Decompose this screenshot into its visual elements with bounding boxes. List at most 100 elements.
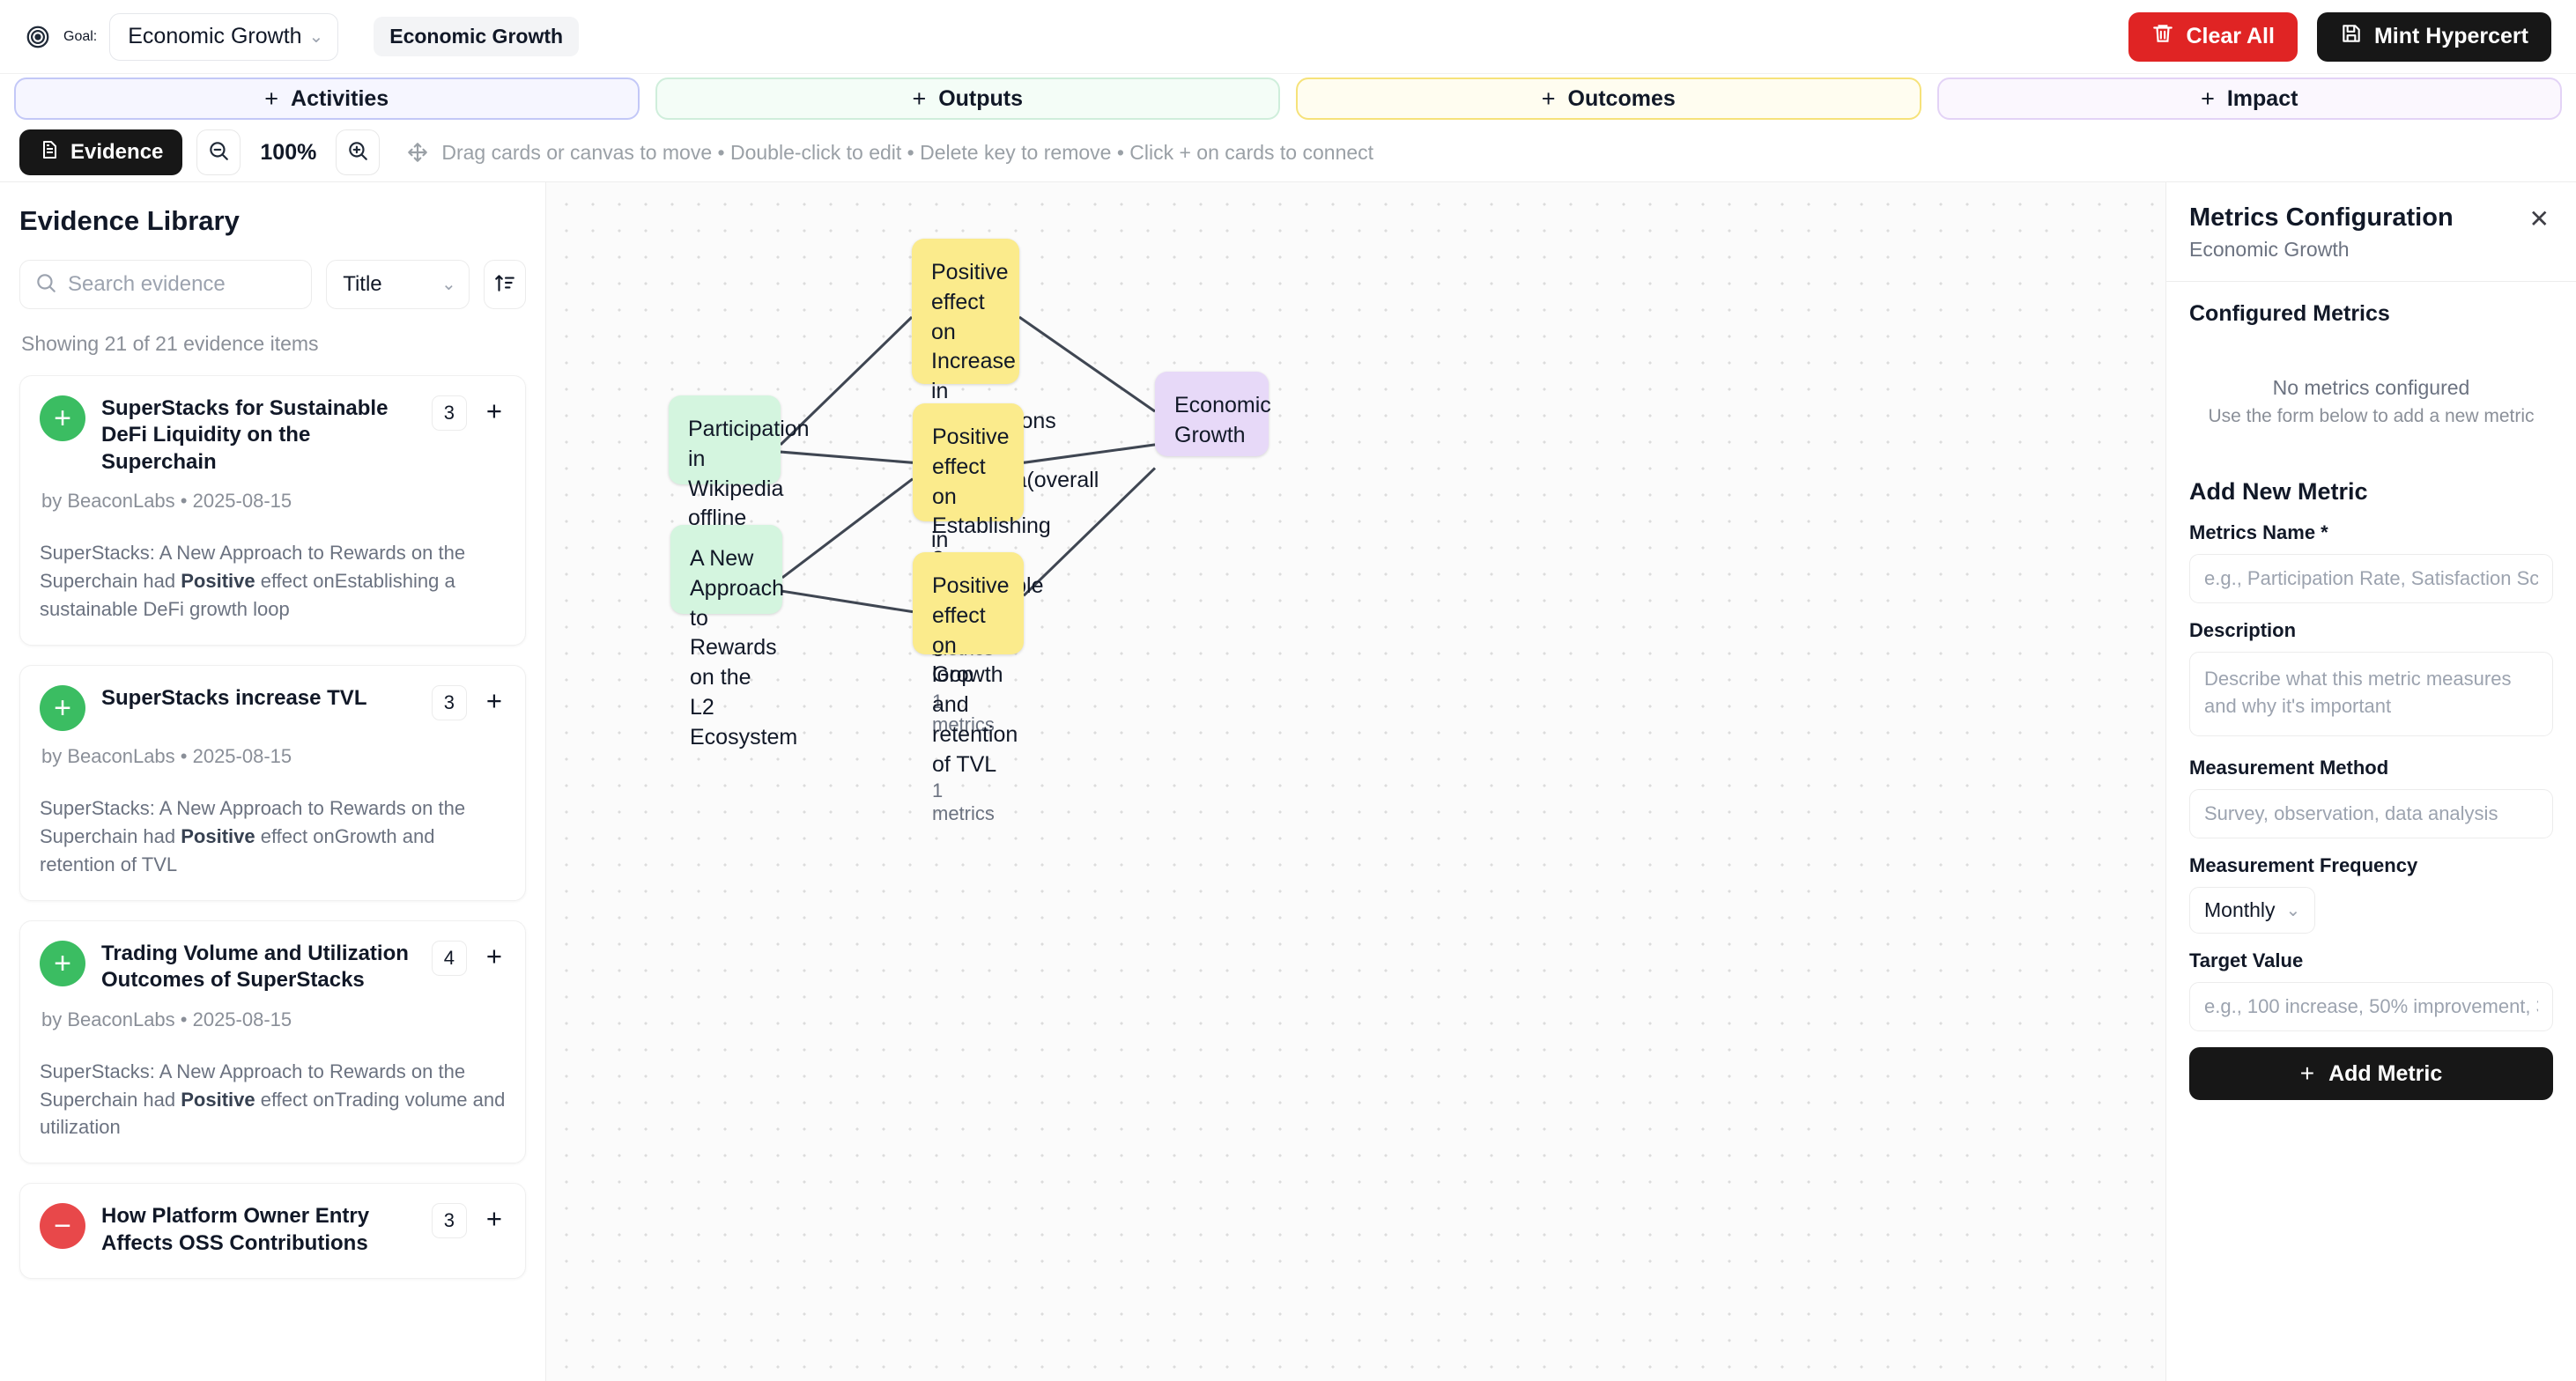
measurement-frequency-select[interactable]: Monthly ⌄ — [2189, 887, 2316, 934]
goal-select[interactable]: Economic Growth ⌄ — [109, 12, 339, 61]
evidence-card-header: + SuperStacks for Sustainable DeFi Liqui… — [40, 395, 506, 476]
search-icon — [34, 271, 57, 299]
metric-name-input[interactable] — [2189, 554, 2553, 603]
measurement-frequency-field: Measurement Frequency Monthly ⌄ — [2189, 854, 2553, 934]
clear-all-button[interactable]: Clear All — [2128, 11, 2298, 62]
edge-outcome1-impact — [1018, 315, 1156, 413]
sort-by-select[interactable]: Title ⌄ — [326, 260, 470, 309]
empty-state-sub: Use the form below to add a new metric — [2208, 406, 2535, 426]
zoom-in-button[interactable] — [336, 129, 381, 175]
evidence-add-button[interactable]: + — [485, 940, 502, 971]
add-impact-button[interactable]: + Impact — [1936, 78, 2562, 120]
add-outputs-button[interactable]: + Outputs — [655, 78, 1280, 120]
desc-post: effect onGrowth and retention of TVL — [40, 824, 435, 875]
main-body: Evidence Library Title ⌄ — [0, 181, 2576, 1381]
panel-header-text: Metrics Configuration Economic Growth — [2189, 203, 2454, 262]
logic-model-canvas[interactable]: Positive effect on Increase in contribut… — [546, 182, 2165, 1381]
node-metrics-count: 1 metrics — [932, 690, 995, 735]
goal-chip: Economic Growth — [374, 17, 580, 56]
measurement-frequency-label: Measurement Frequency — [2189, 854, 2418, 876]
canvas-node-output[interactable]: A New Approach to Rewards on the L2 Ecos… — [670, 525, 797, 750]
desc-pre: SuperStacks: A New Approach to Rewards o… — [40, 542, 466, 593]
clear-all-label: Clear All — [2186, 24, 2275, 48]
plus-icon: + — [912, 85, 927, 112]
evidence-card-header: − How Platform Owner Entry Affects OSS C… — [40, 1203, 506, 1257]
evidence-card[interactable]: + SuperStacks increase TVL 3 + by Beacon… — [19, 665, 526, 901]
add-outcomes-button[interactable]: + Outcomes — [1296, 78, 1921, 120]
search-input[interactable] — [68, 272, 298, 297]
chevron-down-icon: ⌄ — [2285, 900, 2301, 920]
sort-by-value: Title — [343, 272, 382, 296]
search-box[interactable] — [19, 260, 313, 309]
add-impact-label: Impact — [2226, 85, 2298, 111]
polarity-badge-negative: − — [40, 1203, 85, 1250]
canvas-hint: Drag cards or canvas to move • Double-cl… — [406, 141, 1373, 165]
topbar-actions: Clear All Mint Hypercert — [2128, 11, 2551, 62]
node-text: Positive effect on Growth and retention … — [932, 573, 1018, 777]
evidence-card-header: + SuperStacks increase TVL 3 + — [40, 685, 506, 732]
panel-title: Metrics Configuration — [2189, 203, 2454, 232]
canvas-node-outcome[interactable]: Positive effect on Establishing a sustai… — [913, 403, 1051, 735]
edge-output2-outcome3 — [781, 589, 914, 614]
sort-direction-button[interactable] — [483, 260, 526, 309]
polarity-badge-positive: + — [40, 940, 85, 986]
evidence-add-button[interactable]: + — [485, 1203, 502, 1235]
zoom-out-button[interactable] — [196, 129, 241, 175]
add-new-metric-title: Add New Metric — [2189, 478, 2368, 505]
measurement-method-field: Measurement Method — [2189, 757, 2553, 838]
top-bar: Goal: Economic Growth ⌄ Economic Growth … — [0, 0, 2576, 74]
add-metric-button[interactable]: + Add Metric — [2189, 1047, 2553, 1100]
zoom-in-icon — [346, 139, 369, 166]
evidence-link-count: 3 — [431, 685, 467, 721]
evidence-library-sidebar: Evidence Library Title ⌄ — [0, 182, 546, 1381]
edge-output1-outcome2 — [780, 450, 914, 464]
canvas-node-impact[interactable]: Economic Growth — [1155, 372, 1271, 456]
evidence-card-header: + Trading Volume and Utilization Outcome… — [40, 940, 506, 994]
move-icon — [406, 141, 429, 164]
measurement-frequency-value: Monthly — [2204, 898, 2276, 921]
zoom-level: 100% — [260, 139, 317, 165]
evidence-add-button[interactable]: + — [485, 395, 502, 426]
plus-icon: + — [2299, 1060, 2315, 1087]
configured-metrics-empty: No metrics configured Use the form below… — [2189, 376, 2553, 427]
canvas-node-outcome[interactable]: Positive effect on Increase in contribut… — [912, 239, 1099, 660]
evidence-description: SuperStacks: A New Approach to Rewards o… — [40, 539, 506, 624]
evidence-card[interactable]: − How Platform Owner Entry Affects OSS C… — [19, 1183, 526, 1280]
canvas-node-outcome[interactable]: Positive effect on Growth and retention … — [913, 552, 1024, 824]
evidence-meta: by BeaconLabs • 2025-08-15 — [41, 490, 292, 513]
evidence-add-button[interactable]: + — [485, 685, 502, 717]
evidence-description: SuperStacks: A New Approach to Rewards o… — [40, 1058, 506, 1142]
save-disk-icon — [2340, 22, 2363, 51]
evidence-toggle-button[interactable]: Evidence — [19, 129, 183, 175]
add-outcomes-label: Outcomes — [1567, 85, 1676, 111]
category-row: + Activities + Outputs + Outcomes + Impa… — [0, 74, 2576, 123]
canvas-node-output[interactable]: Participation in Wikipedia offline meeti… — [669, 395, 810, 560]
measurement-method-label: Measurement Method — [2189, 757, 2389, 779]
evidence-card[interactable]: + SuperStacks for Sustainable DeFi Liqui… — [19, 375, 526, 646]
evidence-link-count: 3 — [431, 1203, 467, 1239]
edge-output2-outcome2 — [781, 477, 914, 580]
canvas-toolbar: Evidence 100% Drag cards or can — [0, 123, 2576, 181]
desc-post: effect onEstablishing a sustainable DeFi… — [40, 570, 455, 621]
panel-header: Metrics Configuration Economic Growth ✕ — [2166, 182, 2576, 282]
measurement-method-input[interactable] — [2189, 789, 2553, 838]
metric-description-input[interactable] — [2189, 652, 2553, 736]
desc-strong: Positive — [181, 570, 255, 593]
panel-body: Configured Metrics No metrics configured… — [2166, 282, 2576, 1100]
desc-strong: Positive — [181, 824, 255, 847]
edge-outcome2-impact — [1023, 443, 1156, 464]
add-activities-button[interactable]: + Activities — [14, 78, 640, 120]
page-title: Evidence Library — [19, 205, 240, 236]
node-text: Economic Growth — [1174, 393, 1271, 447]
target-value-input[interactable] — [2189, 982, 2553, 1031]
close-icon[interactable]: ✕ — [2528, 205, 2550, 233]
mint-hypercert-button[interactable]: Mint Hypercert — [2316, 11, 2551, 62]
evidence-card[interactable]: + Trading Volume and Utilization Outcome… — [19, 919, 526, 1164]
library-controls: Title ⌄ — [19, 260, 526, 309]
evidence-link-count: 3 — [431, 395, 467, 431]
canvas-hint-text: Drag cards or canvas to move • Double-cl… — [441, 140, 1374, 164]
evidence-title: Trading Volume and Utilization Outcomes … — [101, 941, 409, 993]
plus-icon: + — [2201, 85, 2215, 112]
goal-label: Goal: — [63, 28, 98, 44]
desc-pre: SuperStacks: A New Approach to Rewards o… — [40, 797, 466, 847]
